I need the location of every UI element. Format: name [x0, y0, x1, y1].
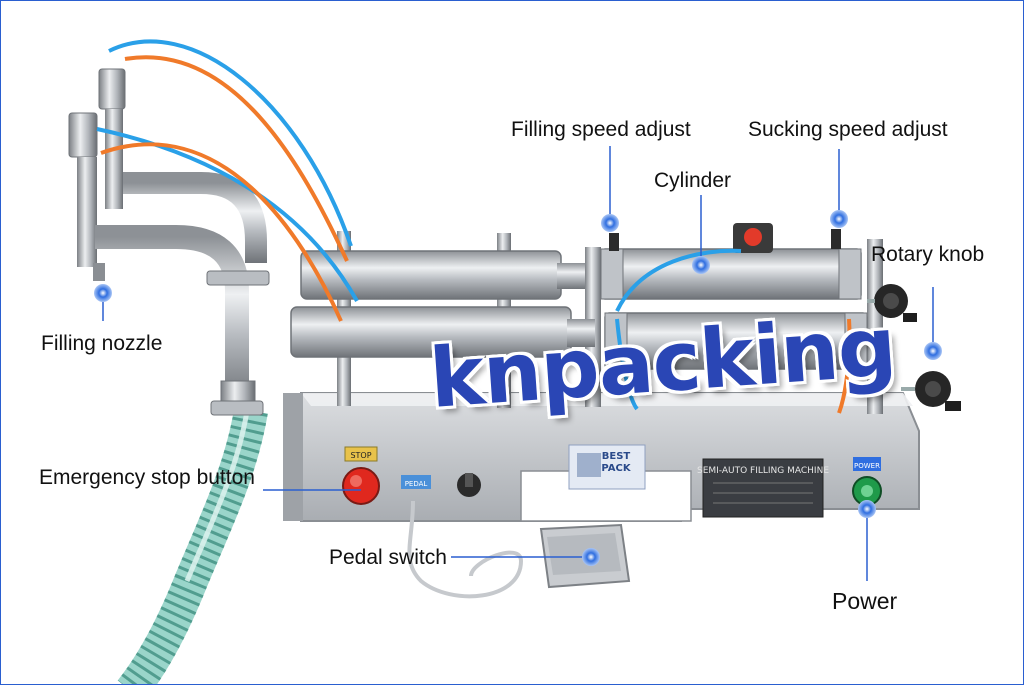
control-panel: STOP PEDAL POWER SEMI-AUTO FILLING MACHI… — [342, 444, 882, 518]
label-filling-speed-adjust: Filling speed adjust — [511, 118, 691, 141]
callout-markers — [94, 210, 942, 566]
label-filling-nozzle: Filling nozzle — [41, 332, 163, 355]
label-emergency-stop-button: Emergency stop button — [39, 466, 255, 489]
nozzle-assembly — [68, 68, 270, 416]
marker-filling-nozzle — [94, 284, 112, 302]
marker-rotary-knob — [924, 342, 942, 360]
label-rotary-knob: Rotary knob — [871, 243, 985, 266]
marker-cylinder — [692, 256, 710, 274]
label-power: Power — [832, 588, 898, 614]
label-pedal-switch: Pedal switch — [329, 546, 447, 569]
label-cylinder: Cylinder — [654, 169, 732, 192]
label-sucking-speed-adjust: Sucking speed adjust — [748, 118, 948, 141]
suction-hose — [117, 408, 268, 684]
nameplate-title: SEMI-AUTO FILLING MACHINE — [697, 466, 829, 476]
piston-barrels — [290, 250, 595, 358]
marker-filling-speed-adjust — [601, 214, 619, 232]
power-tag-text: POWER — [854, 462, 880, 470]
pedal-tag-text: PEDAL — [405, 480, 428, 488]
air-tubes — [96, 39, 852, 414]
pneumatic-cylinders — [600, 223, 868, 370]
sticker-line1: BEST — [602, 451, 631, 462]
marker-pedal-switch — [582, 548, 600, 566]
sticker-line2: PACK — [601, 463, 631, 474]
stop-tag-text: STOP — [350, 451, 371, 460]
marker-power — [858, 500, 876, 518]
callout-lines — [102, 146, 934, 581]
emergency-stop-graphic — [342, 467, 380, 505]
marker-sucking-speed-adjust — [830, 210, 848, 228]
rotary-knob-graphics — [867, 284, 961, 411]
